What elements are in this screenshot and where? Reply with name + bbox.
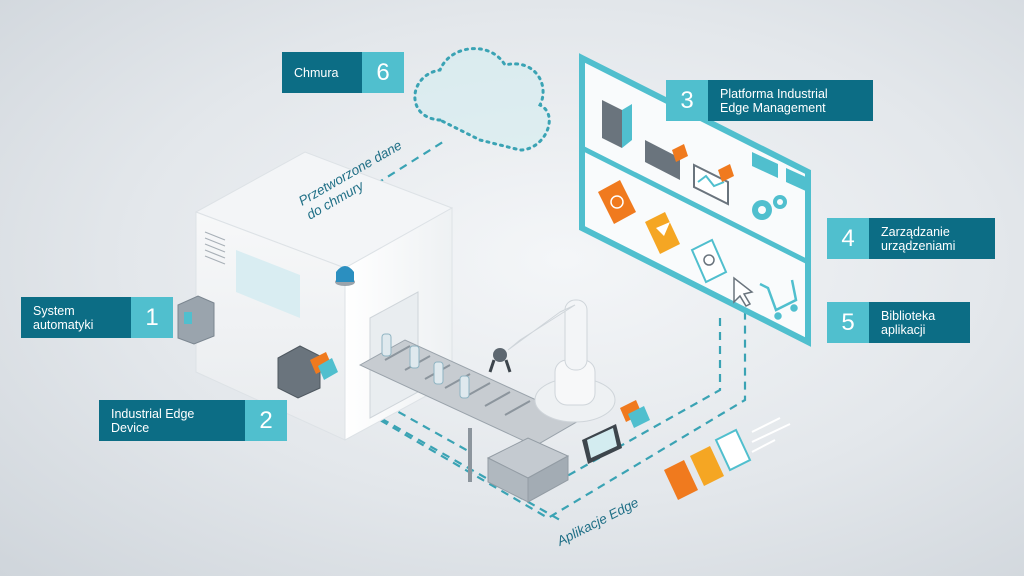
hmi-panel-icon [582, 400, 650, 464]
callout-number: 2 [245, 400, 287, 441]
callout-number: 1 [131, 297, 173, 338]
callout-number: 5 [827, 302, 869, 343]
callout-label: Chmura [282, 52, 362, 93]
label-edge-apps: Aplikacje Edge [554, 495, 641, 549]
beacon-light-icon [335, 266, 355, 286]
callout-app-library: 5 Biblioteka aplikacji [827, 302, 970, 343]
gear-icon [752, 195, 787, 220]
edge-device-screen-icon [602, 100, 632, 148]
callout-label: Industrial Edge Device [99, 400, 245, 441]
management-platform-screen [579, 53, 811, 347]
bottles [381, 333, 470, 399]
callout-number: 3 [666, 80, 708, 121]
cloud-icon [413, 47, 551, 152]
chart-monitor-icon [693, 163, 734, 206]
automation-system-icon [177, 295, 215, 345]
app-card-brain-icon [598, 180, 636, 224]
robot-arm [488, 299, 616, 423]
callout-cloud: Chmura 6 [282, 52, 404, 93]
shopping-cart-icon [759, 279, 798, 320]
callout-edge-device: Industrial Edge Device 2 [99, 400, 287, 441]
callout-automation-system: System automatyki 1 [21, 297, 173, 338]
callout-number: 4 [827, 218, 869, 259]
callout-label: System automatyki [21, 297, 131, 338]
cursor-icon [733, 276, 754, 307]
app-card-analytics-icon [690, 238, 728, 284]
edge-device-icon [277, 345, 338, 399]
callout-number: 6 [362, 52, 404, 93]
rack-device-screen-icon [645, 140, 688, 180]
callout-label: Biblioteka aplikacji [869, 302, 970, 343]
callout-device-management: 4 Zarządzanie urządzeniami [827, 218, 995, 259]
flying-app-cards [664, 417, 791, 500]
bottle-crate [486, 437, 570, 503]
callout-edge-management: 3 Platforma Industrial Edge Management [666, 80, 873, 121]
callout-label: Zarządzanie urządzeniami [869, 218, 995, 259]
callout-label: Platforma Industrial Edge Management [708, 80, 873, 121]
app-card-funnel-icon [645, 212, 680, 254]
